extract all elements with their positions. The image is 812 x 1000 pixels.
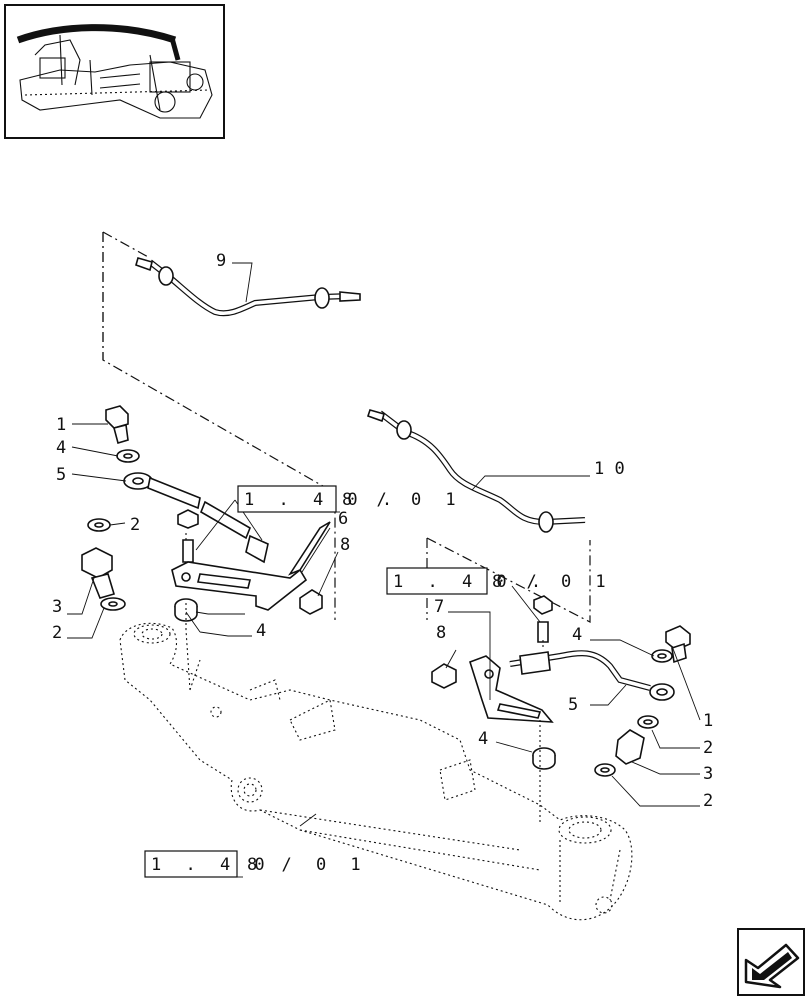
axle-locator-thumbnail[interactable] xyxy=(4,4,225,139)
callout-9: 9 xyxy=(216,251,226,271)
next-page-arrow-icon[interactable] xyxy=(737,928,805,996)
ref-left-tail-text: 8 / 0 1 xyxy=(342,490,463,510)
hose-10 xyxy=(366,409,586,533)
ref-bottom[interactable]: 1 . 4 0 8 / 0 1 xyxy=(144,850,368,878)
callout-8-right: 8 xyxy=(436,623,446,643)
axle-housing xyxy=(119,530,633,921)
ref-left[interactable]: 1 . 4 0 . 8 / 0 1 xyxy=(237,485,463,513)
callout-4-left-spacer: 4 xyxy=(256,621,266,641)
callout-2-left-lower: 2 xyxy=(52,623,62,643)
ref-mid-box-text: 1 . 4 0 . xyxy=(393,572,548,592)
callout-6: 6 xyxy=(338,509,348,529)
callout-10: 1 0 xyxy=(594,459,625,479)
callout-5-right: 5 xyxy=(568,695,578,715)
leaders xyxy=(67,262,701,827)
callout-2-right-lower: 2 xyxy=(703,791,713,811)
ref-mid-tail-text: 8 / 0 1 xyxy=(492,572,613,592)
callout-4-left: 4 xyxy=(56,438,66,458)
callout-3-right: 3 xyxy=(703,764,713,784)
ref-left-box-text: 1 . 4 0 . xyxy=(244,490,399,510)
callout-2-left-upper: 2 xyxy=(130,515,140,535)
callout-7: 7 xyxy=(434,597,444,617)
callout-4-right: 4 xyxy=(572,625,582,645)
callout-4-right-spacer: 4 xyxy=(478,729,488,749)
callout-3-left: 3 xyxy=(52,597,62,617)
hose-9 xyxy=(135,257,361,317)
callouts: 1 4 5 2 3 2 6 8 4 9 1 0 7 8 4 5 4 1 2 3 … xyxy=(52,251,713,811)
ref-mid[interactable]: 1 . 4 0 . 8 / 0 1 xyxy=(386,567,613,595)
right-fitting-assembly xyxy=(431,595,691,777)
ref-bottom-box-text: 1 . 4 0 xyxy=(151,855,272,875)
callout-2-right-upper: 2 xyxy=(703,738,713,758)
left-fitting-assembly xyxy=(81,405,331,622)
callout-5-left: 5 xyxy=(56,465,66,485)
callout-1-right: 1 xyxy=(703,711,713,731)
ref-bottom-tail-text: 8 / 0 1 xyxy=(247,855,368,875)
callout-8-left: 8 xyxy=(340,535,350,555)
callout-1-left: 1 xyxy=(56,415,66,435)
